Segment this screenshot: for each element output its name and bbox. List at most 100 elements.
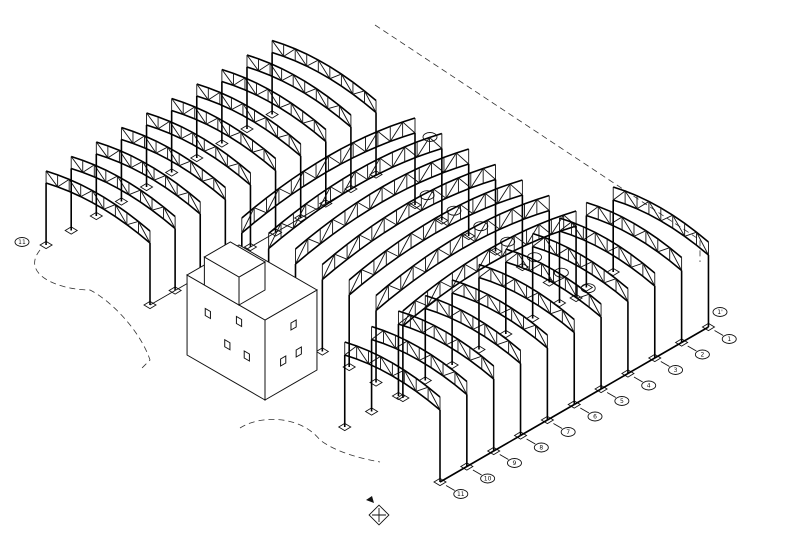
middle-frame (342, 179, 530, 372)
footing (594, 384, 608, 394)
svg-text:11: 11 (457, 491, 465, 498)
window (290, 319, 297, 331)
footing (243, 242, 258, 252)
grid-label-left: 11 (14, 237, 30, 247)
svg-text:9: 9 (513, 460, 517, 467)
footing (139, 182, 154, 192)
grid-label-right: 8 (533, 442, 549, 453)
svg-text:8: 8 (539, 445, 543, 452)
footing (265, 110, 279, 119)
building-upper-roof (203, 241, 266, 278)
svg-text:1': 1' (717, 309, 723, 316)
middle-frame (369, 194, 557, 387)
right-frame (445, 279, 555, 425)
grid-label-right: 10 (480, 473, 496, 484)
grid-label-middle (553, 267, 569, 278)
grid-label-right: 11 (453, 489, 469, 499)
right-frame (498, 248, 608, 394)
footing (515, 262, 530, 272)
footing (344, 184, 358, 194)
footing (525, 314, 540, 323)
grid-label-right: 2 (694, 349, 710, 360)
footing (337, 422, 352, 432)
footing (364, 407, 379, 416)
svg-text:3: 3 (674, 367, 678, 374)
right-frame (606, 186, 716, 332)
svg-text:10: 10 (484, 476, 492, 483)
svg-text:1: 1 (727, 336, 731, 343)
footing (114, 197, 129, 206)
window (295, 346, 302, 358)
window (235, 315, 243, 328)
footing (369, 378, 383, 387)
svg-text:11: 11 (18, 239, 26, 246)
window (280, 355, 287, 367)
grid-label-left (422, 132, 438, 142)
footing (164, 168, 179, 177)
svg-text:7: 7 (566, 429, 570, 436)
site-boundary-line (34, 249, 151, 371)
footing (240, 124, 254, 134)
window (204, 307, 211, 320)
right-frame (579, 201, 689, 347)
footing (567, 400, 582, 409)
grid-label-right: 1 (721, 334, 737, 344)
left-frame (114, 126, 233, 266)
footing (315, 347, 330, 356)
footing (552, 298, 567, 308)
site-boundary-line (374, 24, 701, 262)
middle-frame (396, 210, 583, 403)
grid-label-right: 1' (712, 307, 728, 317)
grid-label-right: 5 (614, 396, 630, 406)
right-frame (391, 310, 501, 456)
left-frame (265, 39, 383, 179)
footing (606, 267, 621, 277)
footing (647, 353, 662, 363)
footing (143, 300, 157, 310)
svg-text:4: 4 (647, 383, 651, 390)
footing (215, 139, 229, 148)
grid-label-right: 4 (641, 380, 657, 391)
right-frame (418, 294, 528, 440)
grid-label-right: 3 (668, 365, 684, 375)
footing (701, 322, 716, 332)
footing (418, 376, 433, 385)
site-boundary-line (239, 419, 381, 463)
footing (64, 226, 79, 235)
footing (89, 211, 104, 221)
middle-frame (315, 163, 503, 356)
left-frame (89, 141, 208, 281)
building (186, 241, 318, 401)
left-frame (240, 54, 358, 194)
footing (486, 446, 501, 456)
grid-label-right: 9 (507, 458, 522, 468)
footing (433, 477, 447, 487)
footing (39, 240, 53, 250)
footing (459, 462, 474, 471)
svg-text:6: 6 (593, 414, 597, 421)
footing (540, 415, 555, 425)
footing (391, 391, 406, 401)
footing (445, 360, 459, 370)
left-frame (215, 68, 333, 208)
left-frame (64, 155, 182, 295)
right-frame (472, 263, 582, 409)
grid-label-right: 6 (587, 411, 603, 422)
middle-frame (261, 132, 449, 325)
right-frame (364, 325, 474, 471)
north-arrow-icon (366, 496, 390, 526)
right-frame (525, 232, 635, 378)
footing (674, 338, 689, 347)
footing (396, 393, 410, 403)
footing (342, 362, 357, 372)
footing (621, 369, 635, 378)
svg-text:5: 5 (620, 398, 624, 405)
footing (472, 345, 486, 354)
left-frame (164, 97, 283, 237)
grid-label-right: 7 (560, 427, 576, 437)
footing (168, 286, 182, 295)
right-frame (552, 217, 662, 363)
footing (579, 283, 594, 292)
